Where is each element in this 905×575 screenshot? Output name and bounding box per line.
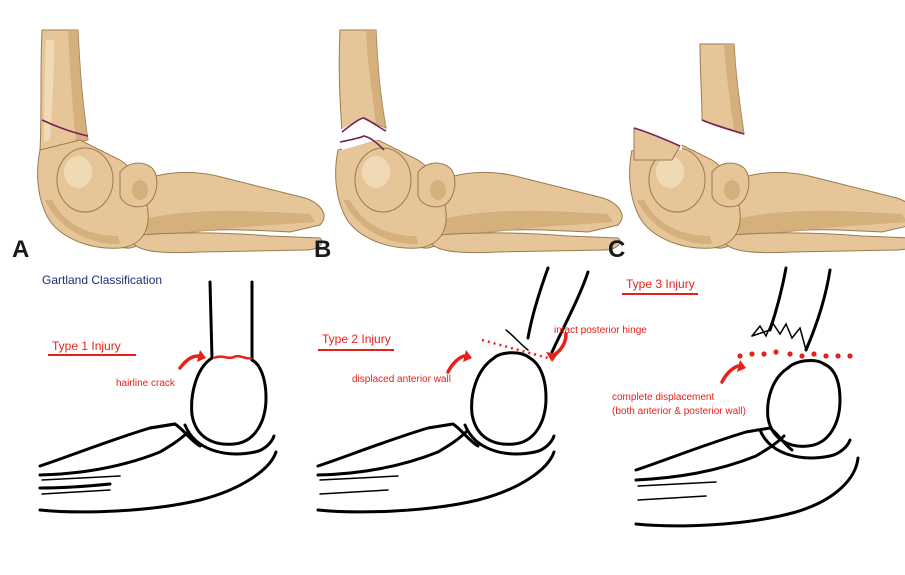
type-1-annotation-hairline: hairline crack [116,378,176,389]
type-1-sketch [38,280,278,514]
type-3-dotted-line [737,349,853,359]
type-3-label: Type 3 Injury [626,277,695,291]
panel-letter-c: C [608,236,625,263]
panel-letter-a: A [12,236,29,263]
type-3-annotation-line-2: (both anterior & posterior wall) [612,406,746,417]
caption-title: Gartland Classification [42,273,162,287]
type-1-label: Type 1 Injury [52,339,121,353]
type-2-annotation-posterior: intact posterior hinge [554,325,647,336]
type-2-label: Type 2 Injury [322,332,391,346]
type-3-sketch [634,266,860,528]
panel-a-illustration [37,29,325,254]
type-2-annotation-anterior: displaced anterior wall [352,374,451,385]
panel-c-illustration [629,43,905,254]
panel-b-illustration [335,29,623,254]
type-2-sketch [316,266,590,514]
panel-letter-b: B [314,236,331,263]
type-3-annotation-line-1: complete displacement [612,392,714,403]
